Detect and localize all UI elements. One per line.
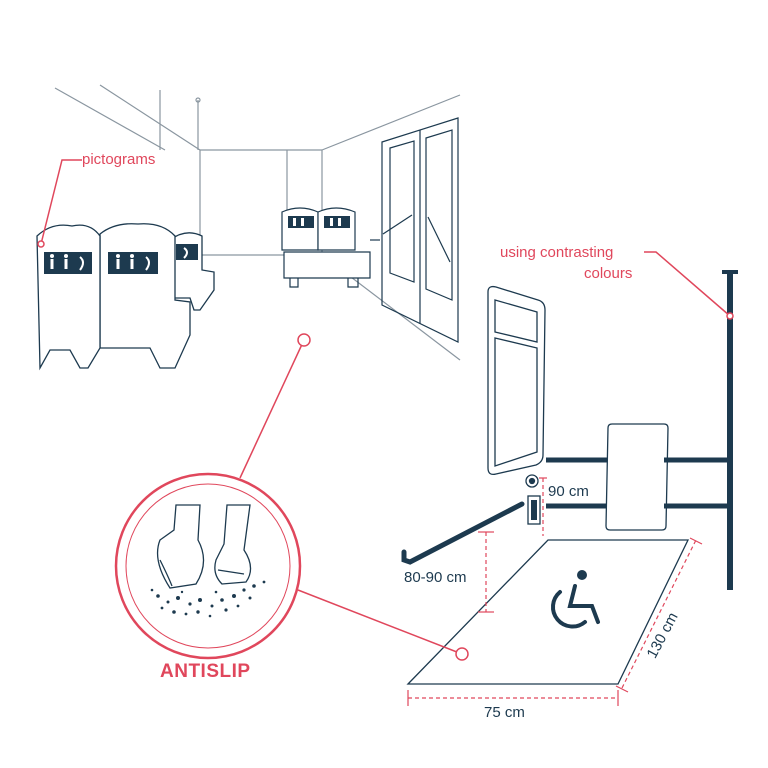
stop-button-panel bbox=[525, 474, 541, 525]
walking-person-icon bbox=[50, 254, 54, 269]
contrasting-colours-label-line1: using contrasting bbox=[500, 244, 614, 261]
antislip-texture bbox=[150, 580, 266, 618]
priority-seats bbox=[36, 223, 215, 371]
wheelchair-space bbox=[406, 539, 690, 685]
space-width-label: 75 cm bbox=[484, 704, 525, 721]
contrasting-colours-label-line2: colours bbox=[584, 265, 633, 282]
standing-person-icon bbox=[64, 254, 68, 269]
elderly-person-icon bbox=[79, 256, 84, 271]
shoe-icon bbox=[156, 504, 252, 589]
grab-rail bbox=[401, 501, 525, 565]
interior-frame bbox=[54, 84, 461, 361]
pictograms-label: pictograms bbox=[82, 151, 156, 168]
antislip-callout bbox=[114, 472, 302, 660]
callout-lines bbox=[37, 159, 734, 661]
measurement-lines bbox=[407, 477, 703, 706]
handrail-structure bbox=[546, 270, 738, 590]
pictogram-icons bbox=[50, 218, 341, 271]
wheelchair-symbol-icon bbox=[550, 570, 600, 629]
handle-height-label: 90 cm bbox=[548, 483, 589, 500]
rear-doors bbox=[381, 117, 459, 343]
antislip-label: ANTISLIP bbox=[160, 661, 251, 682]
rail-height-label: 80-90 cm bbox=[404, 569, 467, 586]
window bbox=[487, 285, 546, 476]
